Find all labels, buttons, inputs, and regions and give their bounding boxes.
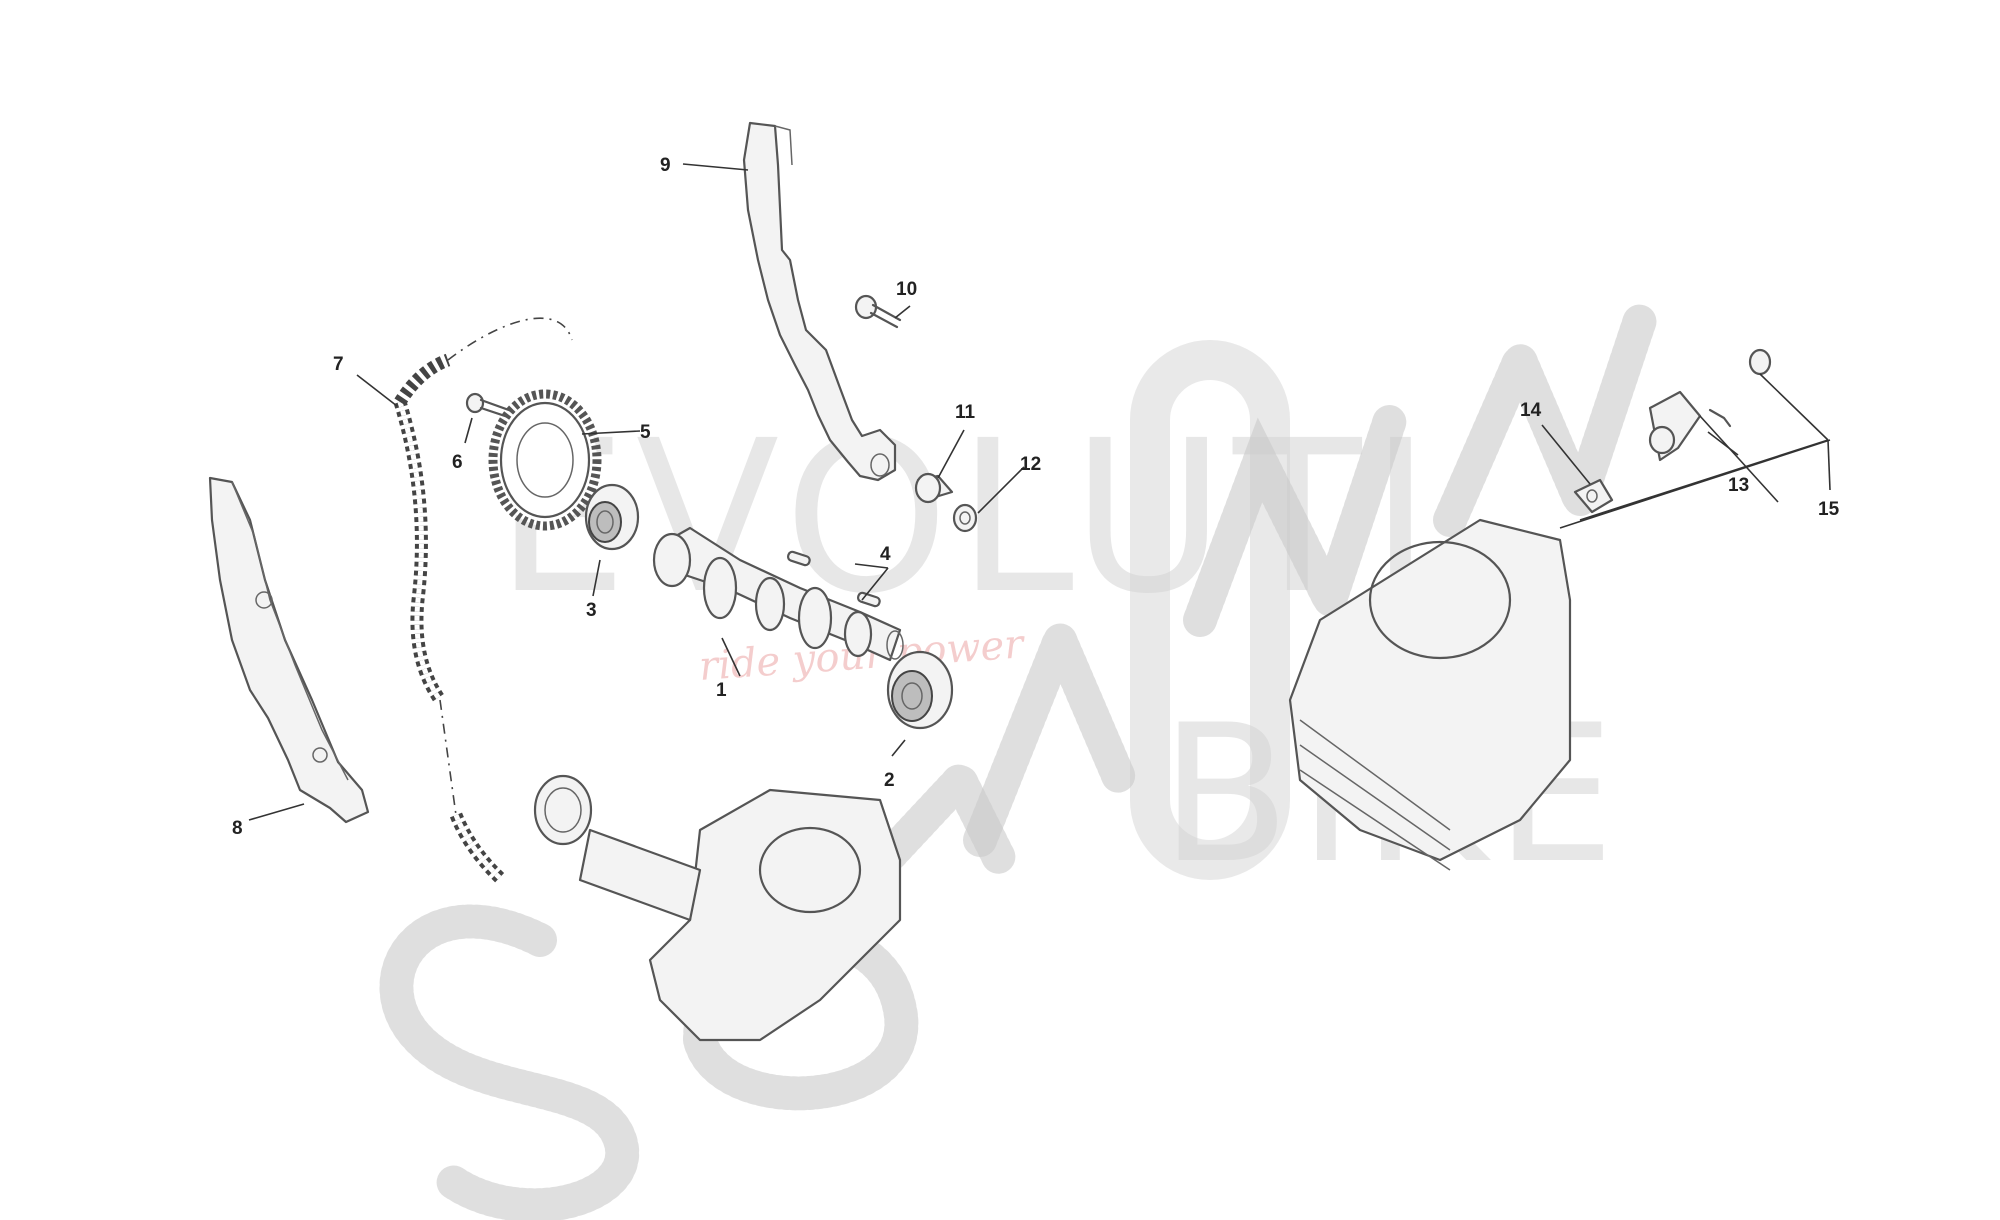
cam-sprocket — [488, 389, 602, 531]
callout-14: 14 — [1520, 400, 1542, 421]
callout-4: 4 — [880, 544, 891, 565]
chain-tensioner-shoe — [742, 121, 897, 482]
chain-guide-rail — [208, 476, 370, 824]
camshaft-bearing-right — [886, 650, 954, 730]
dowel-pins — [786, 550, 881, 608]
watermark-s-stroke — [379, 904, 640, 1220]
leader-lines — [248, 163, 1831, 821]
callout-15: 15 — [1818, 499, 1840, 520]
watermark-w-stroke — [1433, 303, 1657, 548]
callout-6: 6 — [452, 452, 463, 473]
callout-13: 13 — [1728, 475, 1749, 496]
callout-9: 9 — [660, 155, 671, 176]
watermark-t-stroke — [963, 595, 1137, 857]
cylinder-block — [1288, 518, 1572, 871]
watermark-v-stroke — [1183, 403, 1407, 645]
callout-3: 3 — [586, 600, 597, 621]
callout-10: 10 — [896, 279, 917, 300]
tensioner-assembly — [1573, 348, 1772, 514]
callout-labels: 1 2 3 4 5 6 7 8 9 10 11 12 13 14 15 — [232, 155, 1840, 839]
callout-7: 7 — [333, 354, 344, 375]
washer — [952, 503, 978, 533]
camshaft-bearing-left — [584, 483, 640, 551]
timing-chain — [393, 317, 573, 885]
spacer-bushing — [914, 472, 954, 504]
tensioner-pivot-bolt — [854, 294, 902, 329]
callout-5: 5 — [640, 422, 651, 443]
watermark-o-shape — [1130, 340, 1290, 880]
callout-12: 12 — [1020, 454, 1041, 475]
crankshaft — [533, 774, 902, 1042]
camshaft — [652, 526, 904, 662]
callout-11: 11 — [955, 402, 976, 423]
callout-2: 2 — [884, 770, 895, 791]
callout-8: 8 — [232, 818, 243, 839]
callout-1: 1 — [716, 680, 727, 701]
